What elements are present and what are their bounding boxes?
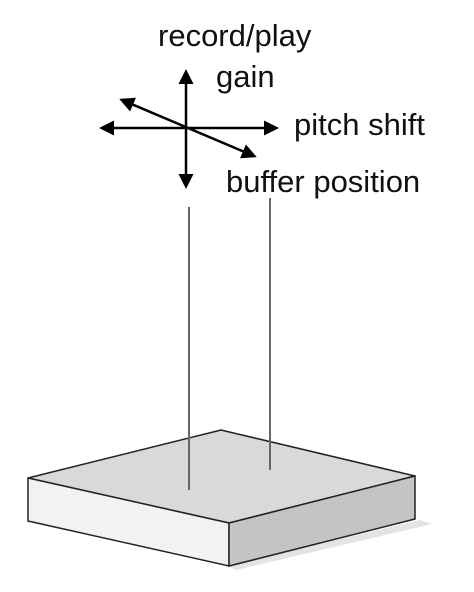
- buffer-position-label: buffer position: [226, 164, 420, 199]
- block-shadow: [228, 520, 432, 570]
- pitch-shift-label: pitch shift: [294, 107, 425, 142]
- block-side-face: [228, 475, 416, 567]
- base-block: [27, 429, 416, 567]
- gain-label: gain: [216, 59, 275, 94]
- record-play-label: record/play: [158, 18, 312, 53]
- axis-arrows: [99, 69, 279, 189]
- diagonal-axis-arrow: [119, 97, 257, 159]
